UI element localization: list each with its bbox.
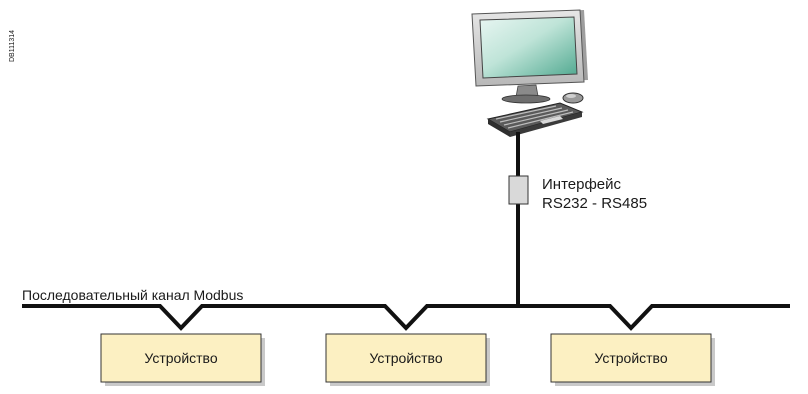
mouse-icon <box>562 92 584 104</box>
device-label: Устройство <box>144 350 217 366</box>
device-box: Устройство <box>100 333 265 386</box>
rs232-rs485-converter <box>508 175 529 205</box>
document-code: DB111314 <box>9 30 16 62</box>
device-box: Устройство <box>550 333 715 386</box>
computer-workstation <box>471 9 588 137</box>
interface-label-line2: RS232 - RS485 <box>542 195 647 212</box>
device-box: Устройство <box>325 333 490 386</box>
connection-lines <box>22 132 790 331</box>
bus-label: Последовательный канал Modbus <box>22 287 243 303</box>
interface-label-line1: Интерфейс <box>542 176 622 193</box>
keyboard-icon <box>486 102 584 137</box>
computer-monitor-icon <box>471 9 588 104</box>
modbus-bus-line <box>22 304 790 331</box>
device-label: Устройство <box>369 350 442 366</box>
device-label: Устройство <box>594 350 667 366</box>
